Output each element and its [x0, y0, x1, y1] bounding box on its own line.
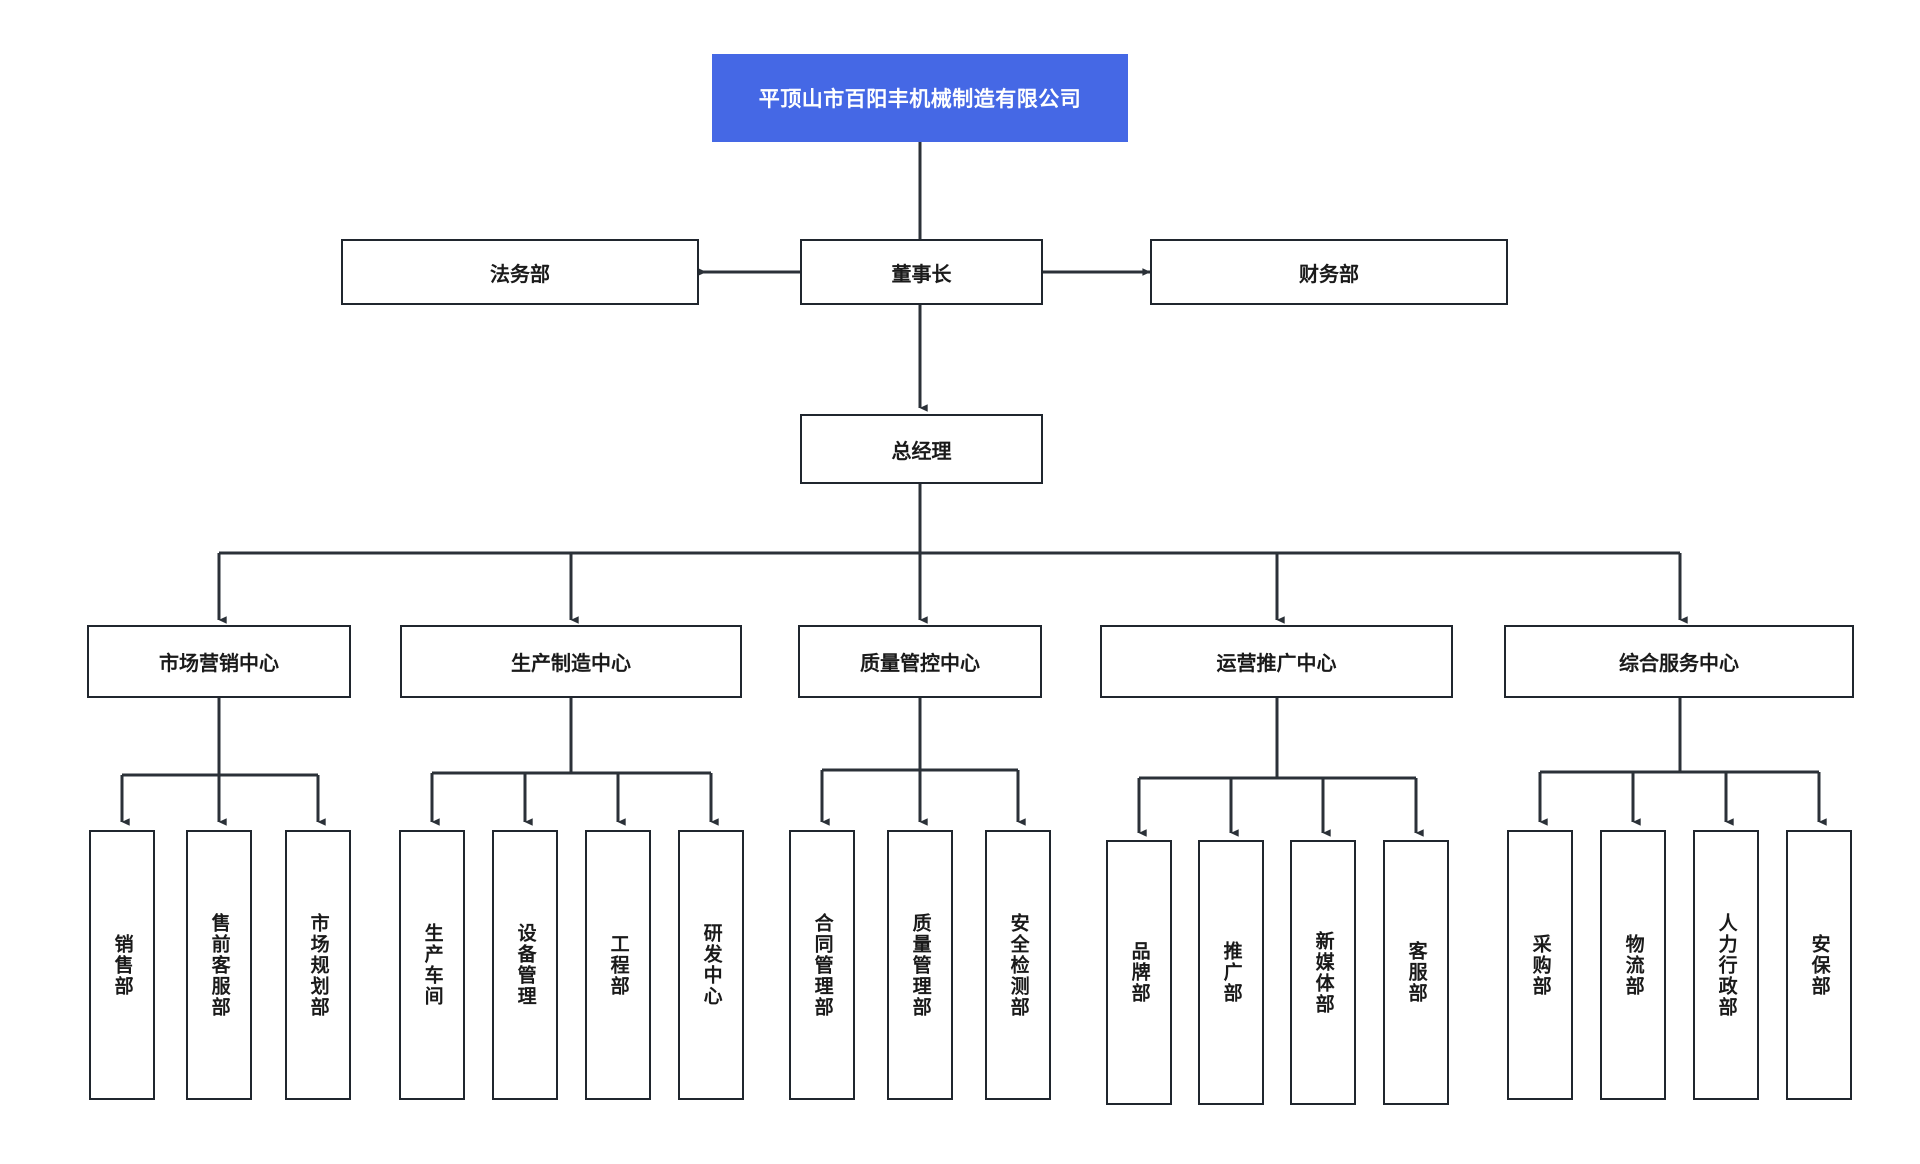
node-center-operations[interactable]: 运营推广中心 [1100, 625, 1453, 698]
node-dept-equipment-management-label: 设备管理 [514, 923, 536, 1007]
node-finance-department-label: 财务部 [1299, 263, 1359, 286]
node-dept-logistics-label: 物流部 [1622, 933, 1644, 997]
node-dept-contract-management[interactable]: 合同管理部 [789, 830, 855, 1100]
node-dept-hr-administration-label: 人力行政部 [1715, 912, 1737, 1018]
node-center-marketing[interactable]: 市场营销中心 [87, 625, 351, 698]
node-center-manufacturing[interactable]: 生产制造中心 [400, 625, 742, 698]
node-dept-promotion-label: 推广部 [1220, 941, 1242, 1004]
node-dept-engineering[interactable]: 工程部 [585, 830, 651, 1100]
node-dept-hr-administration[interactable]: 人力行政部 [1693, 830, 1759, 1100]
node-dept-logistics[interactable]: 物流部 [1600, 830, 1666, 1100]
node-chairman[interactable]: 董事长 [800, 239, 1043, 305]
node-dept-security[interactable]: 安保部 [1786, 830, 1852, 1100]
node-dept-customer-service[interactable]: 客服部 [1383, 840, 1449, 1105]
node-center-manufacturing-label: 生产制造中心 [511, 653, 631, 675]
node-dept-procurement[interactable]: 采购部 [1507, 830, 1573, 1100]
node-dept-rnd-center[interactable]: 研发中心 [678, 830, 744, 1100]
node-company-root[interactable]: 平顶山市百阳丰机械制造有限公司 [712, 54, 1128, 142]
node-finance-department[interactable]: 财务部 [1150, 239, 1508, 305]
node-dept-production-workshop-label: 生产车间 [421, 923, 443, 1007]
node-dept-promotion[interactable]: 推广部 [1198, 840, 1264, 1105]
node-dept-customer-service-label: 客服部 [1405, 941, 1427, 1004]
node-dept-brand-label: 品牌部 [1128, 941, 1150, 1004]
node-dept-new-media[interactable]: 新媒体部 [1290, 840, 1356, 1105]
node-dept-safety-inspection-label: 安全检测部 [1007, 912, 1029, 1018]
node-legal-department[interactable]: 法务部 [341, 239, 699, 305]
node-dept-presales-service-label: 售前客服部 [208, 912, 230, 1018]
node-dept-market-planning[interactable]: 市场规划部 [285, 830, 351, 1100]
node-dept-equipment-management[interactable]: 设备管理 [492, 830, 558, 1100]
node-company-root-label: 平顶山市百阳丰机械制造有限公司 [758, 88, 1082, 111]
node-dept-safety-inspection[interactable]: 安全检测部 [985, 830, 1051, 1100]
node-dept-presales-service[interactable]: 售前客服部 [186, 830, 252, 1100]
node-dept-production-workshop[interactable]: 生产车间 [399, 830, 465, 1100]
node-center-quality[interactable]: 质量管控中心 [798, 625, 1042, 698]
node-dept-security-label: 安保部 [1808, 933, 1830, 997]
node-dept-quality-management-label: 质量管理部 [909, 912, 931, 1018]
node-general-manager-label: 总经理 [891, 440, 952, 463]
node-general-manager[interactable]: 总经理 [800, 414, 1043, 484]
node-legal-department-label: 法务部 [490, 263, 550, 286]
node-center-support[interactable]: 综合服务中心 [1504, 625, 1854, 698]
node-center-quality-label: 质量管控中心 [860, 653, 980, 675]
node-center-operations-label: 运营推广中心 [1216, 653, 1337, 675]
node-center-support-label: 综合服务中心 [1619, 653, 1739, 675]
node-dept-brand[interactable]: 品牌部 [1106, 840, 1172, 1105]
node-dept-sales[interactable]: 销售部 [89, 830, 155, 1100]
node-dept-contract-management-label: 合同管理部 [811, 912, 833, 1018]
node-dept-engineering-label: 工程部 [607, 933, 629, 997]
node-center-marketing-label: 市场营销中心 [159, 653, 279, 675]
node-dept-procurement-label: 采购部 [1529, 933, 1551, 997]
node-chairman-label: 董事长 [891, 263, 952, 286]
node-dept-market-planning-label: 市场规划部 [307, 912, 329, 1018]
node-dept-quality-management[interactable]: 质量管理部 [887, 830, 953, 1100]
node-dept-new-media-label: 新媒体部 [1312, 930, 1334, 1015]
node-dept-sales-label: 销售部 [111, 933, 133, 997]
node-dept-rnd-center-label: 研发中心 [700, 923, 722, 1007]
